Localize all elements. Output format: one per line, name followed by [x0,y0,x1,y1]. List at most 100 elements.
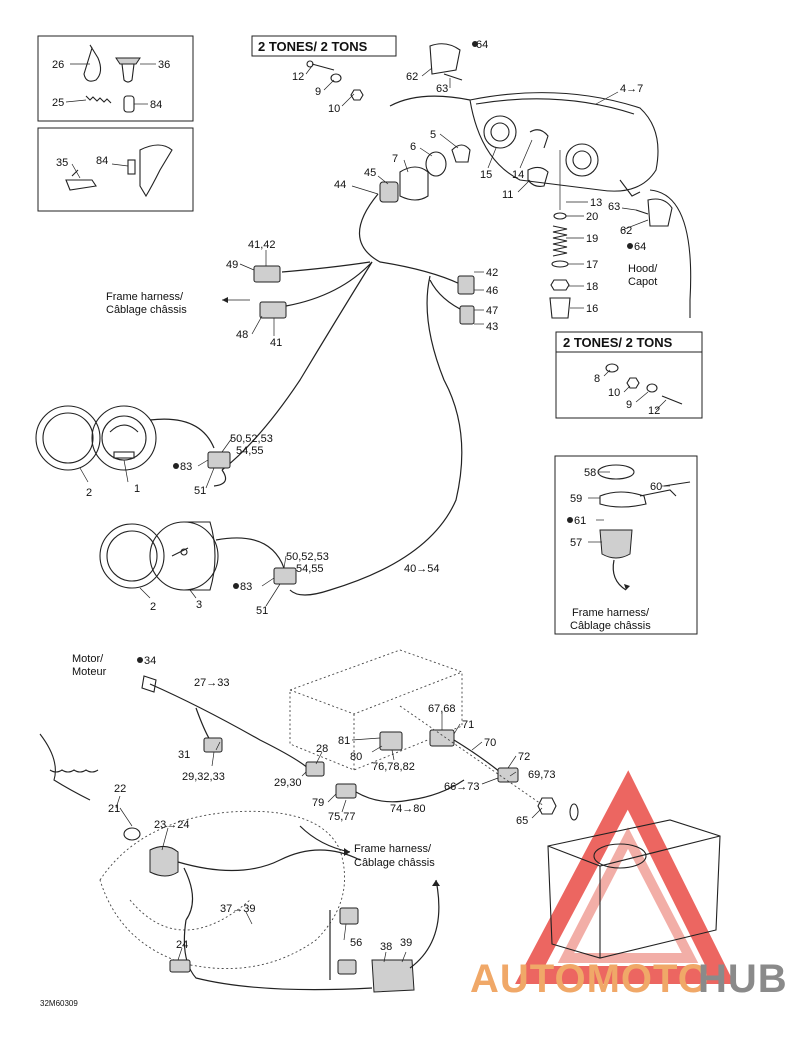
watermark-logo [515,770,735,984]
gauge-tachometer [99,521,219,591]
part-label: 72 [518,751,530,763]
clip-11 [527,166,549,187]
hull-outline [99,810,346,969]
part-label: 51 [256,605,268,617]
connector-79 [335,783,357,799]
part-label: 22 [114,783,126,795]
connector-51a [207,451,231,469]
harness-bottom [183,919,373,991]
connector-49 [253,265,281,283]
lanyard-cap [123,827,141,841]
part-label: 2 [150,601,156,613]
leader-lines [65,63,670,963]
part-label: 64 [476,39,488,51]
part-label: 57 [570,537,582,549]
part-label: 80 [350,751,362,763]
part-label: 66→73 [444,781,479,793]
part-label: 64 [634,241,646,253]
mounting-clip [65,169,97,191]
part-label: 23→24 [154,819,189,831]
part-label: 49 [226,259,238,271]
part-label: 10 [608,387,620,399]
harness-gauge2 [289,275,463,596]
part-label: 11 [502,189,513,201]
part-label: 59 [570,493,582,505]
nut-18 [550,279,570,291]
part-label: 5 [430,129,436,141]
part-label: 40→54 [404,563,439,575]
headlamp-assembly [469,92,659,197]
part-label: 76,78,82 [372,761,415,773]
inset-box-clip [37,127,194,212]
screw [443,73,463,81]
part-label: 16 [586,303,598,315]
part-label: 43 [486,321,498,333]
small-spring [85,95,112,104]
sensor-57 [599,529,633,559]
part-label: 63 [436,83,448,95]
part-label: 56 [350,937,362,949]
washer-17 [551,260,569,268]
part-label: 70 [484,737,496,749]
part-label: 15 [480,169,492,181]
connector-31 [203,737,223,753]
gauge1-wire [149,418,215,449]
connector-80 [379,731,403,751]
part-label: 51 [194,485,206,497]
part-label: 27→33 [194,677,229,689]
part-label: 84 [96,155,108,167]
part-label: 31 [178,749,190,761]
frame-harness-callout-1a: Frame harness/ [106,291,184,303]
two-tones-top-label: 2 TONES/ 2 TONS [258,39,368,54]
headlamp-bracket [429,43,461,75]
part-label: 24 [176,939,188,951]
part-label: 75,77 [328,811,356,823]
two-tones-right-label: 2 TONES/ 2 TONS [563,335,673,350]
part-label: 25 [52,97,64,109]
part-label: 71 [462,719,474,731]
part-label: 69,73 [528,769,556,781]
frame-harness-callout-2a: Frame harness/ [572,607,650,619]
part-label: 60 [650,481,662,493]
part-label: 41,42 [248,239,276,251]
connector-71 [429,729,455,747]
hood-wire [649,189,692,318]
two-tones-right-header [555,331,703,353]
hood-callout-a: Hood/ [628,263,658,275]
two-tones-header-box [251,35,397,57]
harness-top [389,95,471,107]
frame-harness-callout-1b: Câblage châssis [106,304,187,316]
gauge-speedometer [35,405,157,471]
part-label: 48 [236,329,248,341]
part-label: 58 [584,467,596,479]
part-label: 62 [406,71,418,83]
part-label: 79 [312,797,324,809]
hex-nut [350,89,364,101]
part-label: 74→80 [390,803,425,815]
part-label: 47 [486,305,498,317]
part-label: 12 [648,405,660,417]
push-rivet [115,57,141,83]
part-label: 38 [380,941,392,953]
grommet-16 [549,297,571,319]
part-label: 8 [594,373,600,385]
watermark-text: AUTOMOTO HUB [470,957,787,1001]
socket-ring [425,151,447,177]
part-label: 54,55 [236,445,264,457]
part-label: 44 [334,179,346,191]
diagram-code: 32M60309 [40,999,78,1008]
connector-24 [169,959,191,973]
part-label: 18 [586,281,598,293]
part-label: 9 [626,399,632,411]
fuse-box [371,959,415,993]
part-label: 62 [620,225,632,237]
part-label: 29,30 [274,777,302,789]
part-label: 36 [158,59,170,71]
part-label: 19 [586,233,598,245]
relay-56a [339,907,359,925]
bulb-connector [379,181,399,203]
part-label: 61 [574,515,586,527]
motor-callout-b: Moteur [72,666,107,678]
